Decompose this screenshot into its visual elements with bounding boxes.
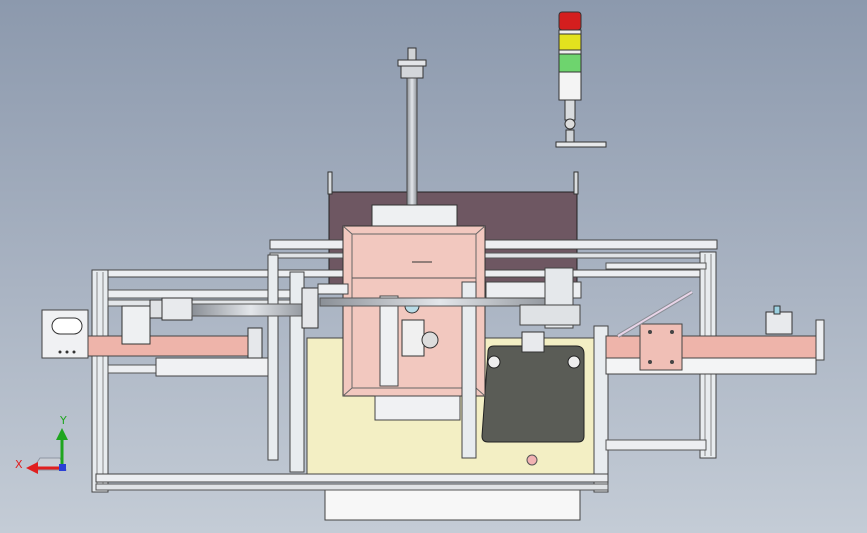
x-axis-label: X (15, 458, 23, 471)
lamp-green (558, 53, 582, 73)
signal-tower-lamp (555, 11, 607, 148)
y-axis-label: Y (59, 414, 67, 427)
left-conveyor-rail (41, 297, 311, 377)
right-conveyor-rail (605, 290, 825, 375)
coordinate-triad: Y X (15, 414, 68, 474)
bottom-rail (95, 473, 609, 491)
vertical-guide-rod (371, 47, 458, 228)
lamp-red (558, 11, 582, 31)
lamp-yellow (558, 33, 582, 51)
dark-tray (481, 331, 585, 443)
pink-cover-box (342, 225, 486, 459)
horizontal-cylinder (301, 267, 582, 329)
z-axis-marker (59, 464, 66, 471)
